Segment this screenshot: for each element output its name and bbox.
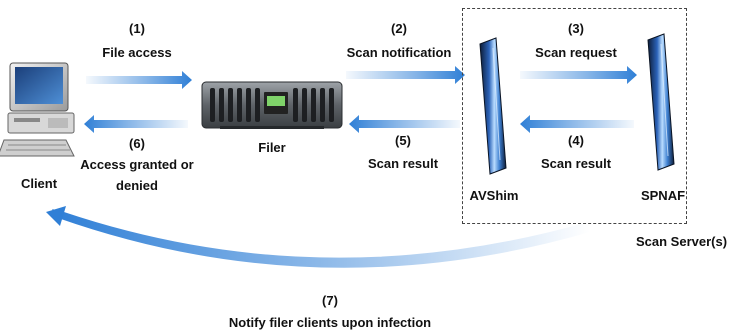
arrow-access-granted xyxy=(84,115,188,133)
step-3-label: Scan request xyxy=(535,45,617,60)
scan-servers-label: Scan Server(s) xyxy=(636,234,728,249)
step-2-number: (2) xyxy=(391,21,407,36)
client-label: Client xyxy=(20,176,58,191)
step-5-label: Scan result xyxy=(367,156,439,171)
arrow-scan-notification xyxy=(346,66,465,84)
step-6-label-line1: Access granted or xyxy=(80,157,194,172)
step-4-number: (4) xyxy=(568,133,584,148)
step-5-number: (5) xyxy=(395,133,411,148)
step-4-label: Scan result xyxy=(540,156,612,171)
filer-label: Filer xyxy=(258,140,286,155)
desktop-computer-icon xyxy=(0,62,75,157)
arrow-notify-clients xyxy=(46,206,590,268)
avshim-label: AVShim xyxy=(469,188,519,203)
step-1-label: File access xyxy=(102,45,172,60)
storage-appliance-icon xyxy=(201,81,343,129)
step-1-number: (1) xyxy=(129,21,145,36)
scan-servers-boundary xyxy=(462,8,687,224)
spnaf-server-icon xyxy=(647,33,675,171)
avshim-server-icon xyxy=(479,37,507,175)
arrow-scan-request xyxy=(520,66,637,84)
step-7-label: Notify filer clients upon infection xyxy=(228,315,432,330)
step-7-number: (7) xyxy=(322,293,338,308)
step-6-number: (6) xyxy=(129,136,145,151)
arrow-scan-result-to-avshim xyxy=(520,115,634,133)
step-3-number: (3) xyxy=(568,21,584,36)
step-6-label-line2: denied xyxy=(116,178,158,193)
spnaf-label: SPNAF xyxy=(640,188,686,203)
arrow-file-access xyxy=(86,71,192,89)
arrow-scan-result-to-filer xyxy=(349,115,460,133)
step-2-label: Scan notification xyxy=(346,45,452,60)
